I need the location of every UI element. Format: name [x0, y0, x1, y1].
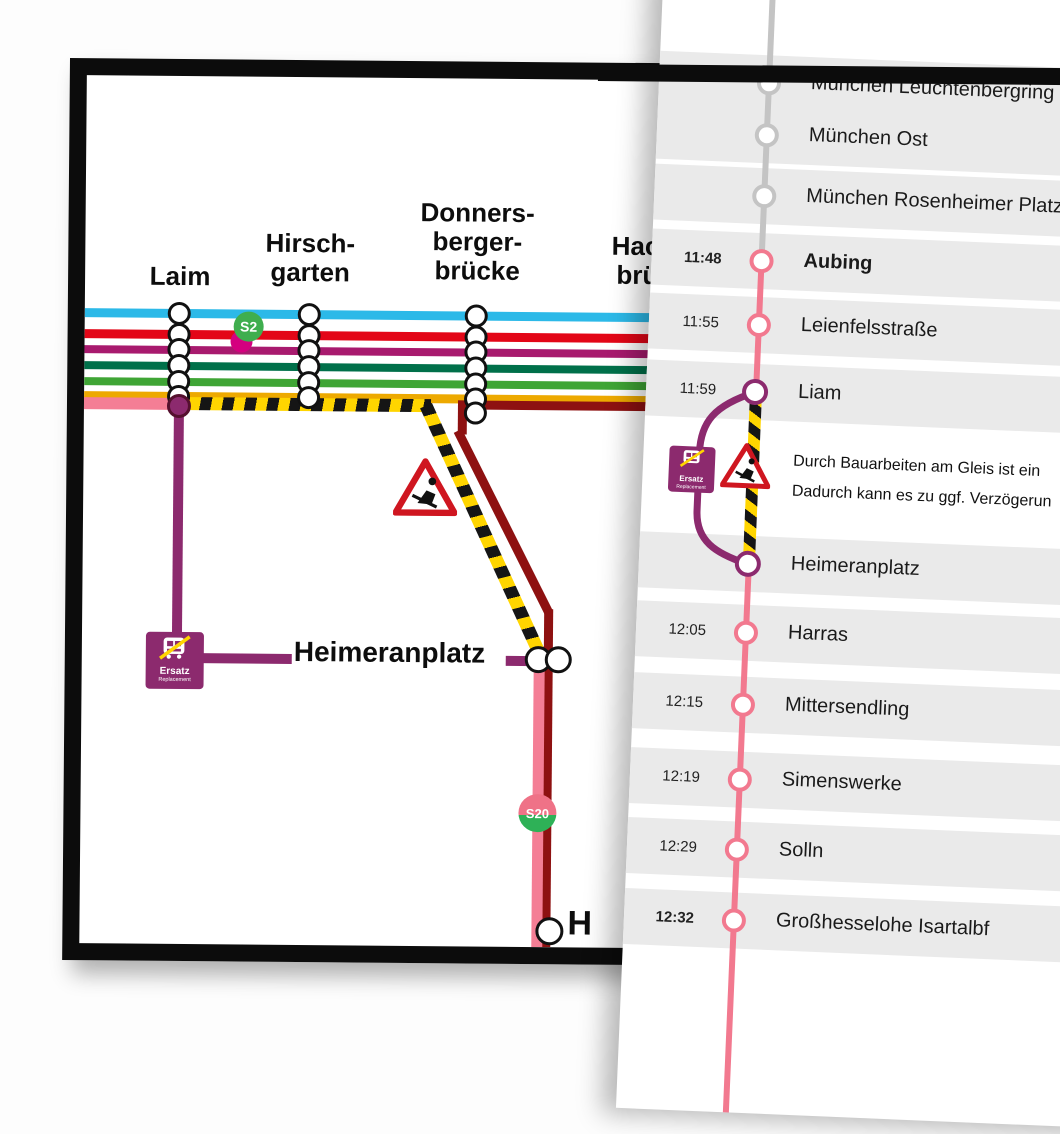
s20-line-badge: S20 — [518, 793, 557, 833]
station-label-text: Heimeranplatz — [293, 635, 486, 669]
station-tick — [167, 301, 191, 326]
heimeranplatz-station-dot — [544, 646, 572, 674]
row-station: Mittersendling — [784, 693, 910, 721]
row-station: Simenswerke — [781, 768, 903, 796]
construction-warning-icon — [393, 458, 458, 517]
timetable-row: 12:32 Großhesselohe Isartalbf — [622, 887, 1060, 970]
row-station: Aubing — [803, 249, 873, 275]
laim-detour-dot — [166, 393, 192, 419]
bottom-station-label: H — [567, 904, 592, 942]
station-tick — [463, 401, 488, 425]
station-label-laim: Laim — [120, 260, 240, 292]
row-station: Großhesselohe Isartalbf — [775, 909, 990, 941]
row-station: München Rosenheimer Platz — [805, 184, 1060, 218]
ersatz-badge-subtext: Replacement — [676, 483, 706, 491]
note-ersatz-badge: Ersatz Replacement — [667, 445, 716, 494]
row-time: 12:05 — [668, 620, 707, 640]
station-label-text: Laim — [149, 260, 211, 292]
row-station: Harras — [787, 621, 849, 647]
construction-warning-icon — [720, 443, 771, 490]
station-label-text: Hirsch- — [265, 227, 356, 259]
map-panel: H Ersatz Replacement Laim Hirsch- — [62, 58, 1048, 969]
row-station: Solln — [778, 838, 824, 863]
row-time — [667, 122, 727, 125]
timetable-row: 12:15 Mittersendling — [631, 672, 1060, 755]
ersatz-badge-text: Ersatz — [159, 665, 190, 678]
detour-route-horizontal-1 — [199, 653, 292, 664]
row-time: 12:19 — [661, 767, 701, 786]
construction-note: Durch Bauarbeiten am Gleis ist ein Dadur… — [791, 447, 1053, 518]
station-label-text: berger- — [432, 226, 523, 257]
row-time: 12:29 — [659, 837, 698, 856]
bottom-station-text: H — [567, 904, 593, 943]
station-label-donnersbergerbruecke: Donners- berger- brücke — [402, 197, 553, 286]
timetable-row: 12:19 Simenswerke — [628, 747, 1060, 829]
replacement-bus-icon — [159, 635, 191, 660]
replacement-route-diagonal — [420, 402, 546, 656]
row-time: 12:15 — [665, 692, 704, 712]
timetable-panel: München Leuchtenbergring München Ost Mün… — [615, 0, 1060, 1134]
s20-badge-text: S20 — [525, 805, 550, 821]
stage: H Ersatz Replacement Laim Hirsch- — [62, 0, 1060, 1113]
s2-badge-text: S2 — [240, 318, 258, 335]
station-label-hirschgarten: Hirsch- garten — [240, 227, 381, 288]
construction-note-line2: Dadurch kann es zu ggf. Verzögerun — [791, 482, 1052, 511]
bottom-station-dot — [535, 917, 564, 946]
station-label-text: brücke — [434, 255, 520, 286]
s2-line-badge: S2 — [233, 311, 264, 342]
row-time: 11:48 — [683, 248, 722, 268]
row-station: München Ost — [808, 124, 929, 151]
station-tick — [464, 304, 488, 328]
row-time — [665, 183, 725, 186]
timetable-row: 12:05 Harras — [634, 600, 1060, 683]
map-canvas: H Ersatz Replacement Laim Hirsch- — [79, 75, 1031, 951]
station-tick — [297, 302, 321, 327]
detour-route-vertical — [171, 405, 184, 658]
ersatz-badge-subtext: Replacement — [158, 676, 191, 684]
construction-note-line1: Durch Bauarbeiten am Gleis ist ein — [792, 452, 1041, 480]
row-time: 12:32 — [655, 908, 695, 927]
station-label-text: Donners- — [420, 197, 535, 229]
row-station: Leienfelsstraße — [800, 313, 938, 342]
ersatz-replacement-badge: Ersatz Replacement — [145, 631, 204, 690]
station-label-text: garten — [270, 256, 351, 288]
station-label-heimeranplatz: Heimeranplatz — [293, 635, 486, 669]
timetable-row: 12:29 Solln — [625, 817, 1060, 899]
replacement-bus-icon — [679, 449, 705, 468]
station-tick — [296, 385, 321, 410]
row-station: Heimeranplatz — [790, 552, 921, 581]
row-time: 11:55 — [682, 312, 720, 332]
row-station: Liam — [797, 380, 842, 405]
